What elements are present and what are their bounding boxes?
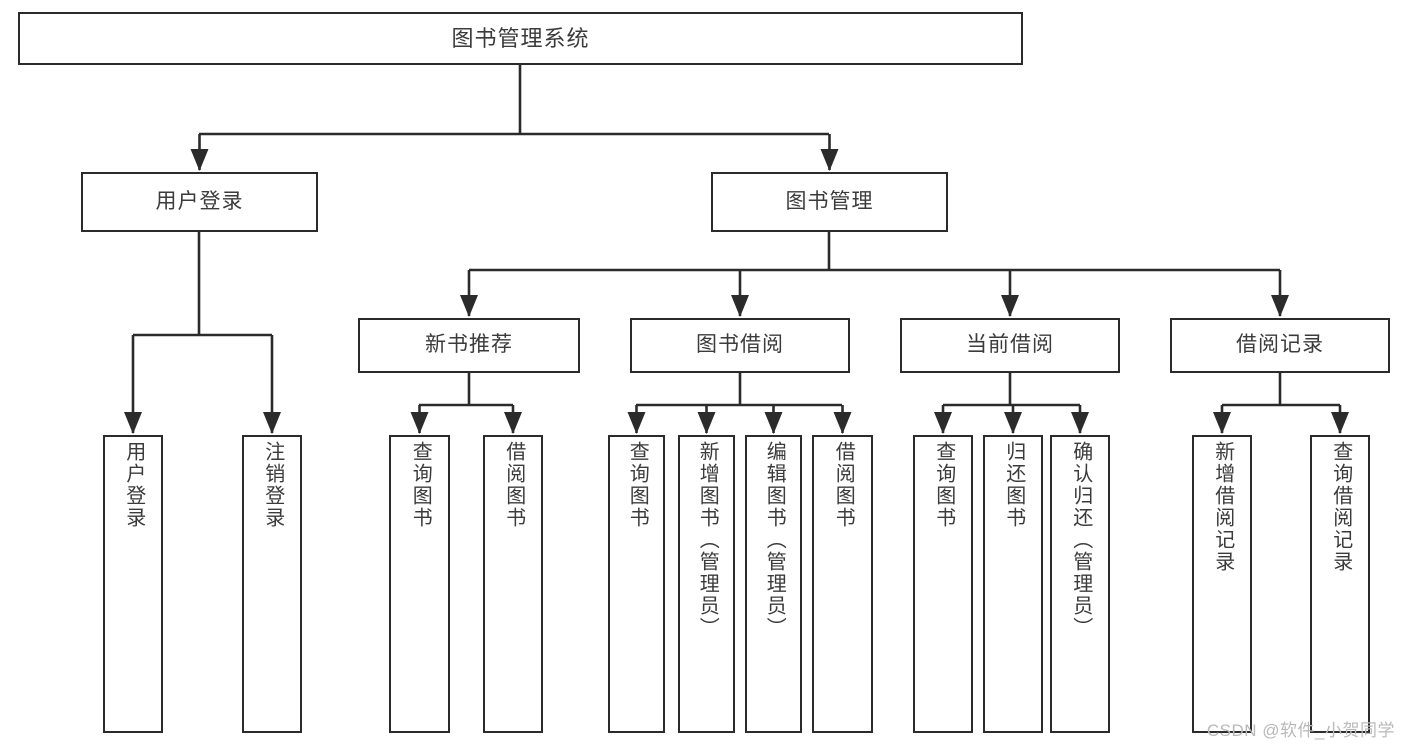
arrow-head <box>1271 295 1289 317</box>
node-l9[interactable]: 查询图书 <box>913 435 973 733</box>
node-l13[interactable]: 查询借阅记录 <box>1310 435 1370 733</box>
arrow-head <box>627 412 646 434</box>
node-label: 确认归还（管理员） <box>1069 441 1092 639</box>
node-records[interactable]: 借阅记录 <box>1170 318 1390 373</box>
arrow-head <box>190 149 209 171</box>
arrow-head <box>263 412 281 434</box>
node-l8[interactable]: 借阅图书 <box>812 435 873 733</box>
arrow-head <box>124 412 142 434</box>
arrow-head <box>764 412 783 434</box>
node-label: 注销登录 <box>261 441 284 529</box>
arrow-head <box>504 412 522 434</box>
node-l5[interactable]: 查询图书 <box>608 435 665 733</box>
arrow-head <box>410 412 429 434</box>
node-label: 归还图书 <box>1002 441 1025 529</box>
node-newbook[interactable]: 新书推荐 <box>358 318 580 373</box>
node-label: 图书管理 <box>785 189 874 213</box>
node-l3[interactable]: 查询图书 <box>389 435 450 733</box>
arrow-head <box>1001 295 1019 317</box>
node-label: 借阅记录 <box>1236 333 1324 357</box>
arrow-head <box>833 412 852 434</box>
node-label: 图书管理系统 <box>451 25 590 51</box>
node-borrow[interactable]: 图书借阅 <box>630 318 850 373</box>
node-label: 查询图书 <box>626 441 649 529</box>
node-label: 查询图书 <box>409 441 432 529</box>
arrow-head <box>1331 412 1349 434</box>
node-l10[interactable]: 归还图书 <box>983 435 1043 733</box>
node-label: 新增图书（管理员） <box>696 441 719 639</box>
node-label: 用户登录 <box>155 189 244 213</box>
node-l12[interactable]: 新增借阅记录 <box>1192 435 1252 733</box>
node-l6[interactable]: 新增图书（管理员） <box>678 435 735 733</box>
node-root[interactable]: 图书管理系统 <box>18 12 1023 65</box>
watermark: CSDN @软件_小贺同学 <box>1206 721 1395 740</box>
node-label: 查询借阅记录 <box>1329 441 1352 573</box>
node-label: 新增借阅记录 <box>1211 441 1234 573</box>
node-l4[interactable]: 借阅图书 <box>483 435 543 733</box>
arrow-head <box>697 412 716 434</box>
node-label: 借阅图书 <box>502 441 525 529</box>
arrow-head <box>731 295 749 317</box>
node-label: 用户登录 <box>122 441 145 529</box>
node-login[interactable]: 用户登录 <box>81 172 318 232</box>
node-label: 新书推荐 <box>425 333 513 357</box>
arrow-head <box>460 295 478 317</box>
arrow-head <box>1004 412 1022 434</box>
arrow-head <box>934 412 952 434</box>
arrow-head <box>1213 412 1231 434</box>
node-l7[interactable]: 编辑图书（管理员） <box>745 435 802 733</box>
node-l2[interactable]: 注销登录 <box>242 435 302 733</box>
node-label: 图书借阅 <box>696 333 784 357</box>
node-l11[interactable]: 确认归还（管理员） <box>1050 435 1110 733</box>
node-label: 编辑图书（管理员） <box>763 441 786 639</box>
node-l1[interactable]: 用户登录 <box>103 435 163 733</box>
arrow-head <box>1071 412 1089 434</box>
node-label: 当前借阅 <box>966 333 1054 357</box>
node-bookmgmt[interactable]: 图书管理 <box>711 172 948 232</box>
arrow-head <box>820 149 839 171</box>
node-label: 查询图书 <box>932 441 955 529</box>
node-label: 借阅图书 <box>832 441 855 529</box>
node-current[interactable]: 当前借阅 <box>900 318 1120 373</box>
